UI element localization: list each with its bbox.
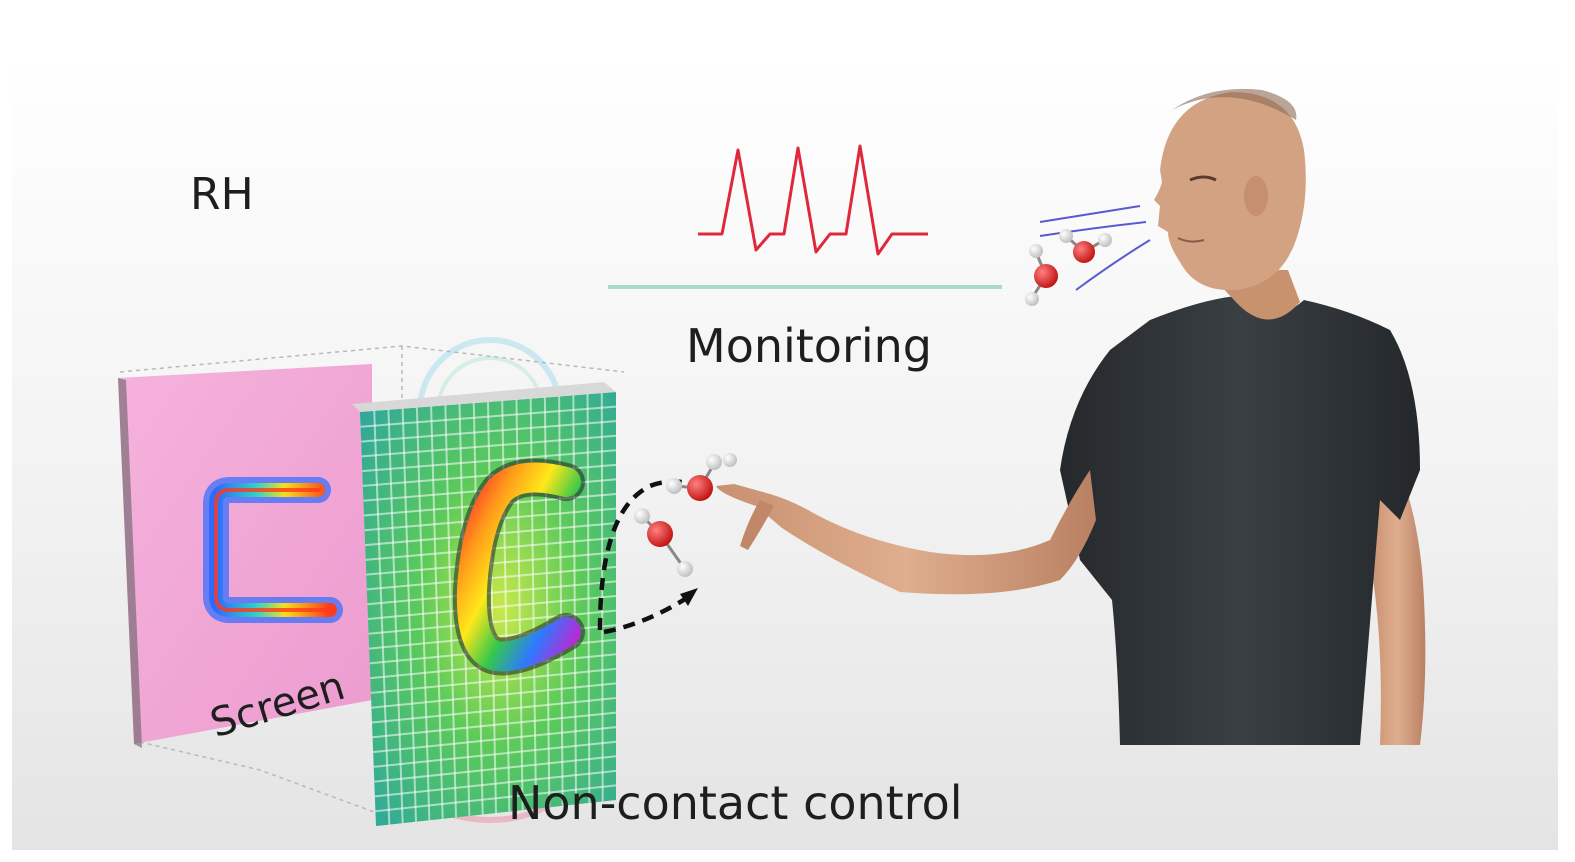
monitoring-label: Monitoring: [686, 319, 932, 373]
rh-label: RH: [190, 169, 254, 220]
airflow-lines-icon: [1039, 205, 1151, 291]
water-molecule-icon: [634, 508, 693, 577]
pulse-waveform-icon: [698, 144, 928, 256]
water-molecule-icon: [1059, 229, 1112, 263]
dashed-curved-arrow-icon: [597, 479, 703, 631]
person-illustration: [716, 88, 1426, 745]
non-contact-control-label: Non-contact control: [508, 776, 963, 830]
water-molecule-icon: [1025, 244, 1058, 306]
water-molecule-icon: [666, 453, 737, 501]
screen-back-panel: [118, 364, 372, 744]
